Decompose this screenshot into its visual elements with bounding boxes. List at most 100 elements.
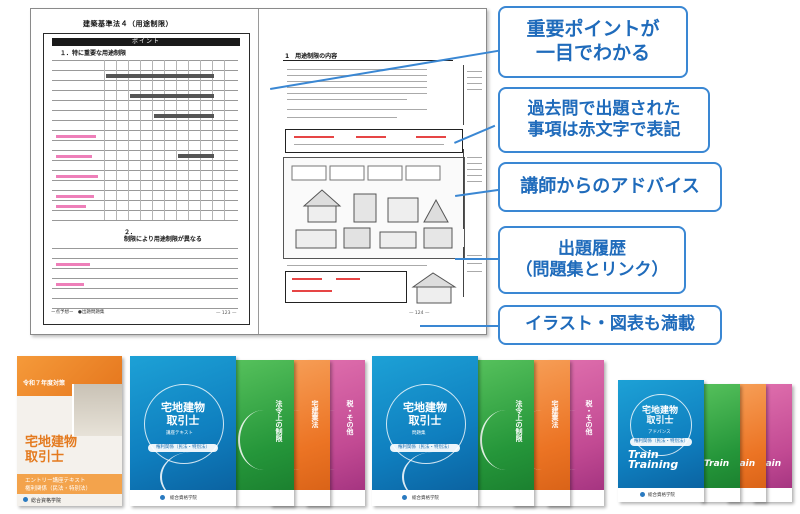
cover-title: 宅地建物 取引士: [392, 401, 458, 427]
cover-title-line2: 取引士: [646, 416, 674, 427]
table-rule: [52, 298, 238, 299]
cover-subject-pill: 権利関係（民法・特別法）: [390, 444, 460, 452]
cover-title-line1: 宅地建物: [641, 406, 678, 416]
body-text-line: [287, 75, 427, 76]
red-highlight: [56, 195, 94, 198]
table-rule: [52, 308, 238, 309]
cover-title-line2: 取引士: [408, 413, 442, 427]
margin-text-line: [467, 83, 482, 84]
cover-footer: [476, 490, 534, 506]
table-col-rule: [224, 60, 225, 220]
cover-kind: 講座テキスト: [166, 431, 193, 436]
left-footer: ー点予想ー ●出題問題集: [51, 310, 105, 315]
cover-swoosh: [480, 410, 532, 470]
cover-strip: [17, 474, 122, 494]
red-highlight: [56, 263, 90, 266]
cover-title: 宅地建物 取引士: [25, 435, 77, 466]
chapter-title: 建築基準法４（用途制限）: [83, 20, 173, 28]
entry-textbook-cover: 令和７年度対策 宅地建物 取引士 エントリー講座テキスト 権利関係（民法・特別法…: [17, 356, 122, 506]
table-rule: [52, 248, 238, 249]
cover-kind: 問題集: [412, 431, 426, 436]
publisher-logo-icon: [160, 495, 165, 500]
cover-train-title: Train Training: [628, 448, 678, 471]
cover-swoosh: [160, 452, 222, 502]
table-rule: [52, 220, 238, 221]
textbook-cover-green: 法令上の制限: [234, 360, 294, 506]
callout-advice: 講師からのアドバイス: [498, 162, 722, 212]
table-col-rule: [200, 60, 201, 220]
table-col-rule: [140, 60, 141, 220]
margin-text-line: [467, 271, 482, 272]
heading-section-2: ２．: [124, 229, 137, 236]
key-point-box: [285, 129, 463, 153]
publisher-name: 総合資格学院: [31, 498, 62, 504]
callout-illustrations-text: イラスト・図表も満載: [525, 314, 695, 335]
table-col-rule: [212, 60, 213, 220]
cover-subject-pill: 権利関係（民法・特別法）: [630, 438, 692, 446]
callout-illustrations: イラスト・図表も満載: [498, 305, 722, 345]
callout-exam-history: 出題履歴 （問題集とリンク）: [498, 226, 686, 294]
publisher-logo-icon: [402, 495, 407, 500]
cover-subject: 権利関係（民法・特別法）: [25, 486, 92, 492]
body-text-line: [287, 69, 427, 70]
textbook-cover-main: 宅地建物 取引士 講座テキスト 権利関係（民法・特別法） 総合資格学院: [130, 356, 236, 506]
red-text-mark: [292, 278, 322, 280]
red-highlight: [56, 283, 84, 286]
table-rule: [52, 110, 238, 111]
cover-swoosh: [238, 410, 290, 470]
publisher-name: 総合資格学院: [170, 496, 197, 501]
table-rule: [52, 160, 238, 161]
table-shaded-cells: [130, 94, 214, 98]
textbook-spread: 建築基準法４（用途制限） ポイント １．特に重要な用途制限: [30, 8, 487, 335]
callout-red-text: 過去問で出題された 事項は赤文字で表記: [498, 87, 710, 153]
table-rule: [52, 120, 238, 121]
callout-exam-history-line2: （問題集とリンク）: [515, 260, 669, 280]
red-text-mark: [356, 136, 386, 138]
callout-advice-text: 講師からのアドバイス: [520, 175, 700, 197]
cover-subject-label: 宅建業法: [311, 400, 319, 428]
cover-title-line2: 取引士: [166, 413, 200, 427]
red-text-mark: [416, 136, 446, 138]
table-rule: [52, 150, 238, 151]
point-bar: ポイント: [52, 38, 240, 46]
table-rule: [52, 200, 238, 201]
right-page: 1 用途制限の内容: [259, 9, 486, 334]
table-rule: [52, 278, 238, 279]
cover-title: 宅地建物 取引士: [150, 401, 216, 427]
table-col-rule: [152, 60, 153, 220]
cover-footer: [700, 488, 740, 502]
left-page-number: — 123 —: [216, 311, 237, 316]
cover-train-text: Train: [730, 459, 756, 469]
table-rule: [52, 140, 238, 141]
cover-subject-pill: 権利関係（民法・特別法）: [148, 444, 218, 452]
table-col-rule: [116, 60, 117, 220]
callout-red-text-line1: 過去問で出題された: [527, 98, 681, 119]
cover-subtitle: エントリー講座テキスト: [25, 478, 86, 484]
margin-text-line: [467, 175, 482, 176]
table-rule: [52, 80, 238, 81]
body-text-line: [287, 109, 427, 110]
cover-title-line2: 取引士: [25, 449, 65, 465]
callout-key-points-line2: 一目でわかる: [535, 42, 650, 64]
publisher-name: 総合資格学院: [648, 493, 675, 498]
cover-footer: [130, 490, 236, 506]
table-rule: [52, 190, 238, 191]
margin-text-line: [467, 163, 482, 164]
body-text-line: [287, 87, 427, 88]
table-rule: [52, 100, 238, 101]
cover-circle: [630, 394, 692, 456]
advice-margin-box: [463, 149, 484, 229]
heading-section-2-text: 制限により用途制限が異なる: [124, 236, 202, 243]
training-cover-main: 宅地建物 取引士 アドバンス 権利関係（民法・特別法） Train Traini…: [618, 380, 704, 502]
cover-train-line1: Train: [628, 448, 659, 461]
cover-year-label: 令和７年度対策: [23, 380, 66, 387]
body-text-line: [294, 144, 444, 145]
body-text-line: [287, 93, 427, 94]
callout-key-points: 重要ポイントが 一目でわかる: [498, 6, 688, 78]
publisher-logo-icon: [640, 492, 645, 497]
margin-text-line: [467, 71, 482, 72]
callout-exam-history-line1: 出題履歴: [558, 238, 626, 259]
right-page-number: — 124 —: [409, 311, 430, 316]
body-text-line: [287, 117, 397, 118]
margin-text-line: [467, 255, 482, 256]
